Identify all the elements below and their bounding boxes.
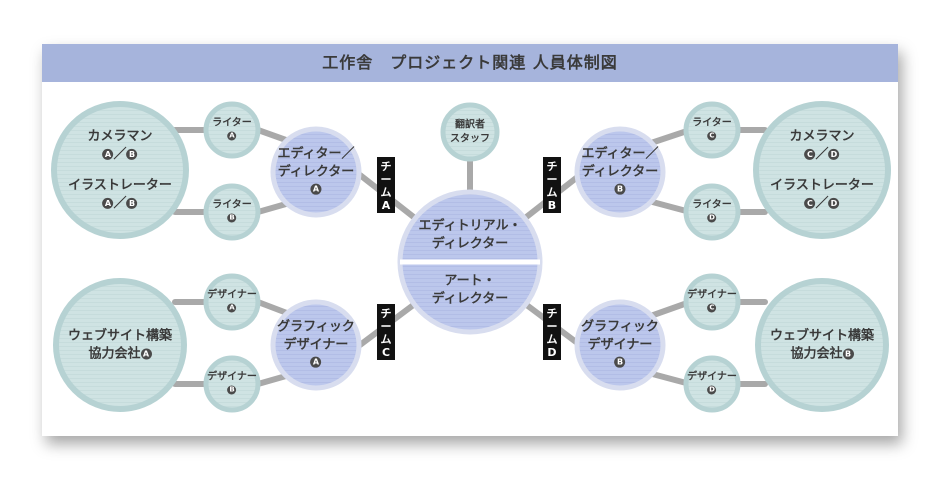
- designer-group-a-node: [270, 299, 362, 391]
- badge-a: A: [310, 183, 322, 195]
- badge-c: C: [707, 131, 717, 141]
- creative-group-left-label: カメラマン A／B イラストレーター A／B: [68, 128, 172, 211]
- writer-a-label: ライター A: [212, 117, 252, 141]
- writer-c-node: [683, 101, 741, 159]
- creative-group-right-label: カメラマン C／D イラストレーター C／D: [770, 128, 874, 211]
- editor-a-node: [270, 126, 362, 218]
- designer-a-node: [203, 273, 261, 331]
- badge-b: B: [227, 385, 237, 395]
- badge-c: C: [804, 197, 816, 209]
- large-nodes: [51, 101, 891, 412]
- small-nodes: [203, 101, 741, 413]
- designer-d-node: [683, 355, 741, 413]
- badge-b: B: [614, 183, 626, 195]
- designer-c-label: デザイナー C: [687, 289, 737, 313]
- badge-a: A: [227, 303, 237, 313]
- creative-group-right-node: [753, 101, 891, 239]
- designer-group-b-label: グラフィック デザイナー B: [581, 319, 659, 368]
- badge-a: A: [310, 356, 322, 368]
- badge-a: A: [102, 148, 114, 160]
- badge-c: C: [804, 148, 816, 160]
- badge-a: A: [140, 348, 152, 359]
- creative-group-left-node: [51, 101, 189, 239]
- translator-label: 翻訳者 スタッフ: [450, 119, 490, 145]
- translator-node: [440, 102, 500, 162]
- designer-d-label: デザイナー D: [687, 371, 737, 395]
- badge-b: B: [227, 213, 237, 223]
- editor-a-label: エディター／ ディレクター A: [277, 146, 355, 195]
- writer-b-node: [203, 183, 261, 241]
- designer-group-a-label: グラフィック デザイナー A: [277, 319, 355, 368]
- web-partner-right-node: [755, 278, 889, 412]
- designer-c-node: [683, 273, 741, 331]
- badge-d: D: [828, 197, 840, 209]
- writer-b-label: ライター B: [212, 199, 252, 223]
- badge-d: D: [707, 213, 717, 223]
- designer-group-b-node: [574, 299, 666, 391]
- writer-c-label: ライター C: [692, 117, 732, 141]
- badge-b: B: [842, 348, 854, 359]
- editor-b-node: [574, 126, 666, 218]
- designer-b-label: デザイナー B: [207, 371, 257, 395]
- badge-a: A: [227, 131, 237, 141]
- center-bottom-label: アート・ ディレクター: [431, 273, 509, 306]
- badge-d: D: [707, 385, 717, 395]
- writer-d-label: ライター D: [692, 199, 732, 223]
- writer-a-node: [203, 101, 261, 159]
- badge-c: C: [707, 303, 717, 313]
- badge-b: B: [614, 356, 626, 368]
- badge-b: B: [126, 197, 138, 209]
- badge-a: A: [102, 197, 114, 209]
- badge-b: B: [126, 148, 138, 160]
- web-partner-left-node: [53, 278, 187, 412]
- designer-b-node: [203, 355, 261, 413]
- center-top-label: エディトリアル・ ディレクター: [418, 218, 522, 251]
- badge-d: D: [828, 148, 840, 160]
- title-bar: [42, 44, 898, 82]
- diagram-title: 工作舎 プロジェクト関連 人員体制図: [322, 53, 618, 72]
- editor-b-label: エディター／ ディレクター B: [581, 146, 659, 195]
- writer-d-node: [683, 183, 741, 241]
- designer-a-label: デザイナー A: [207, 289, 257, 313]
